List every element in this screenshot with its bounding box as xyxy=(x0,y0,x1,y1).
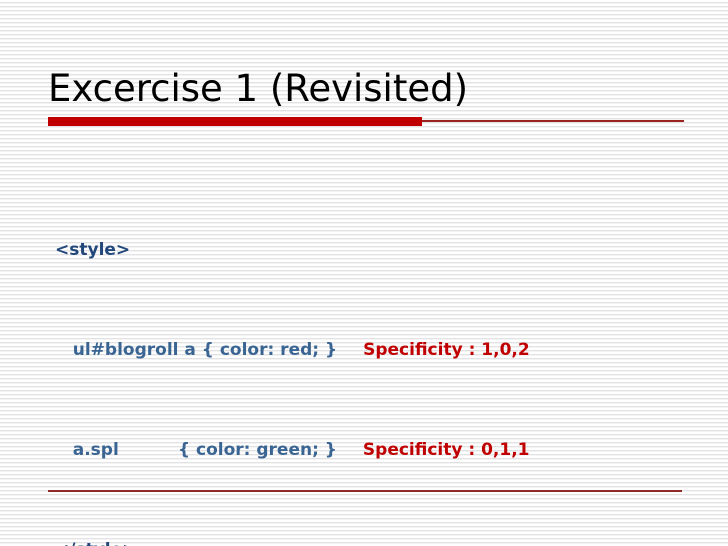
footer-rule xyxy=(48,490,682,492)
title-underline-accent-bar xyxy=(48,117,422,126)
code-line-style-close: </style> xyxy=(55,538,715,546)
code-block: <style> ul#blogroll a { color: red; } Spe… xyxy=(55,163,715,546)
page-title: Excercise 1 (Revisited) xyxy=(48,67,469,110)
code-line-rule-1: ul#blogroll a { color: red; } Specificity… xyxy=(55,338,715,363)
rule-1-specificity: Specificity : 1,0,2 xyxy=(363,340,530,360)
rule-1-selector: ul#blogroll a { color: red; } xyxy=(55,340,338,360)
code-line-rule-2: a.spl { color: green; } Specificity : 0,1… xyxy=(55,438,715,463)
rule-2-specificity: Specificity : 0,1,1 xyxy=(362,440,530,460)
code-line-style-open: <style> xyxy=(55,240,131,260)
rule-2-selector: a.spl { color: green; } xyxy=(55,440,337,460)
title-block: Excercise 1 (Revisited) xyxy=(48,66,684,112)
